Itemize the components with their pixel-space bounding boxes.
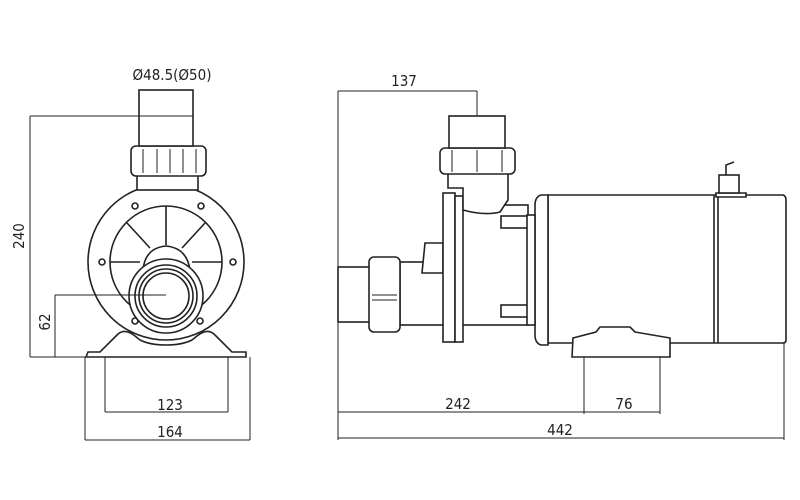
dim-inlet-height: 62 xyxy=(36,313,54,330)
side-view: 137 242 76 442 xyxy=(337,72,787,440)
dim-foot-inner: 123 xyxy=(157,396,183,414)
dim-outlet-diameter: Ø48.5(Ø50) xyxy=(133,66,212,84)
side-foot xyxy=(571,326,671,358)
dim-foot-outer: 164 xyxy=(157,423,183,441)
motor xyxy=(547,194,787,344)
dim-height: 240 xyxy=(10,223,28,249)
dim-total-length: 442 xyxy=(547,421,573,439)
outlet-nut xyxy=(130,145,207,177)
dim-foot-width: 76 xyxy=(615,395,632,413)
inlet-nut xyxy=(128,258,204,334)
front-dimension-lines xyxy=(29,115,251,441)
dim-foot-position: 242 xyxy=(445,395,471,413)
dim-outlet-offset: 137 xyxy=(391,72,417,90)
side-pump-body xyxy=(337,115,787,358)
front-view: Ø48.5(Ø50) 240 62 123 164 xyxy=(10,66,251,441)
front-pump-body xyxy=(84,89,247,358)
outlet-pipe xyxy=(138,89,194,147)
side-dimension-lines xyxy=(337,90,785,440)
